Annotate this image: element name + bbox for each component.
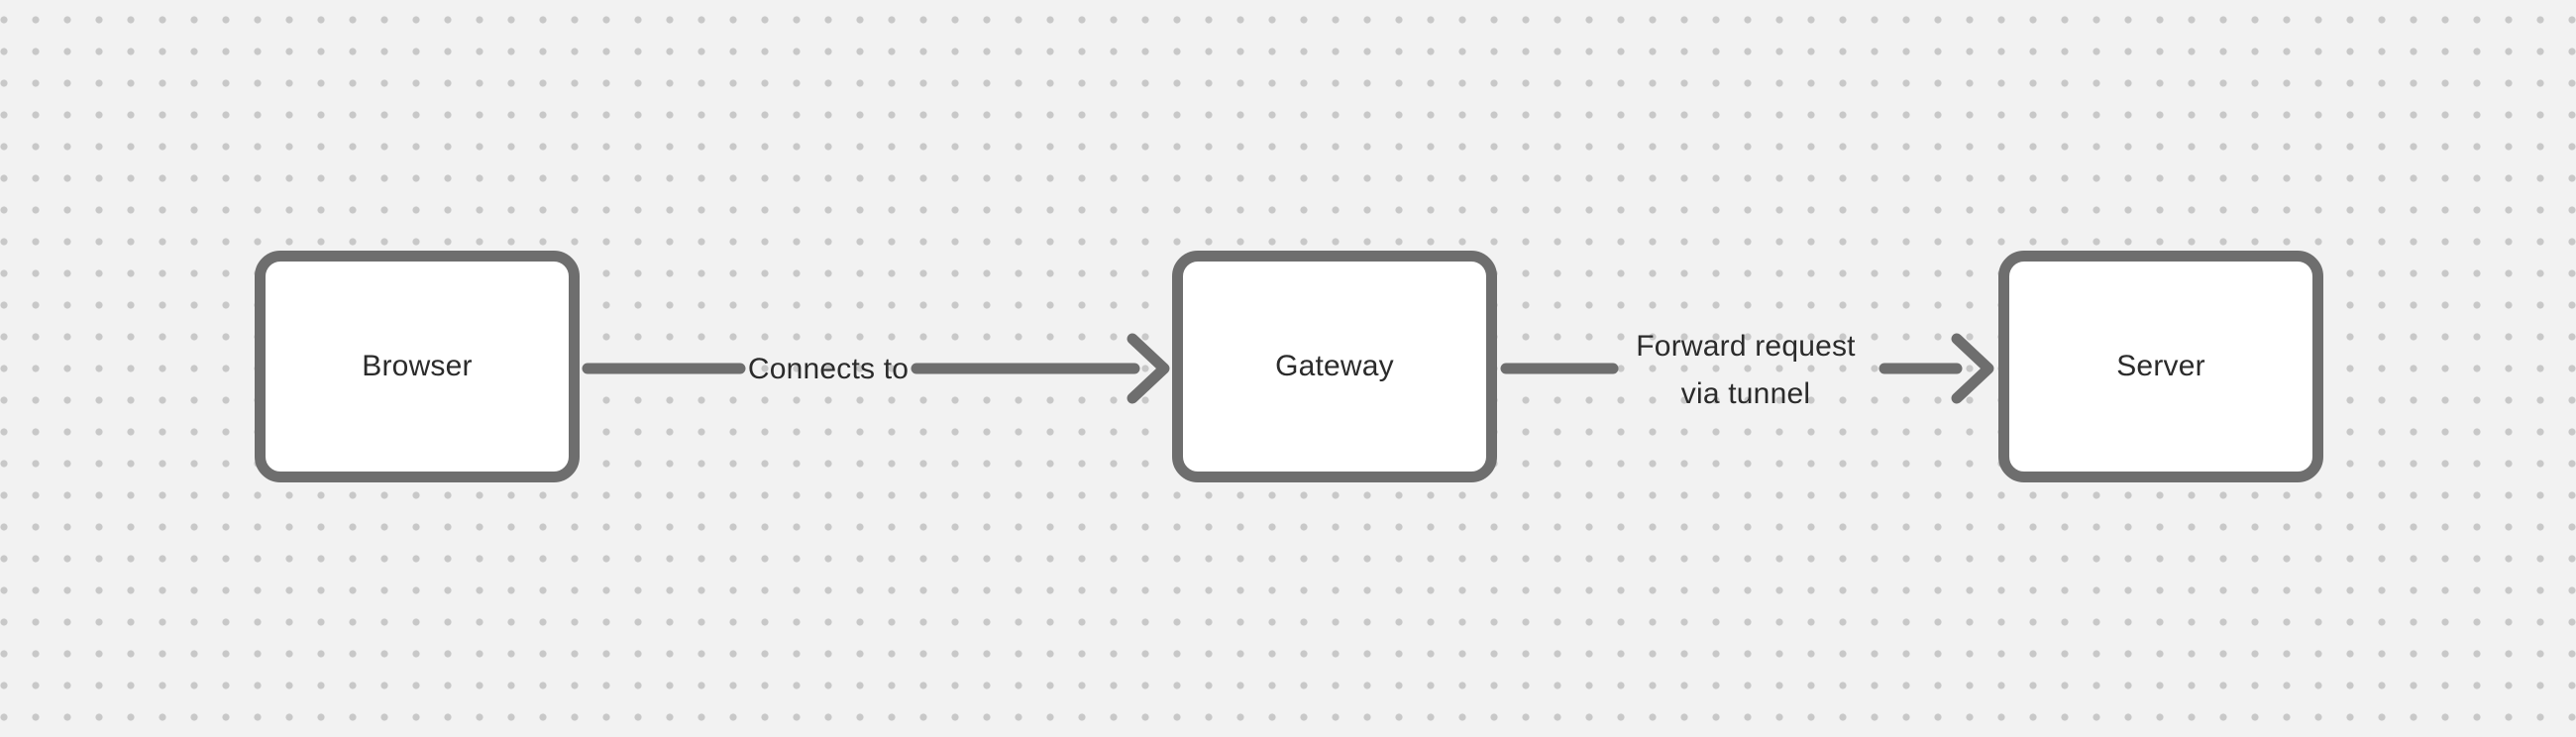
connector-gateway-server[interactable] [1500,329,1996,408]
node-server-label: Server [2116,350,2205,382]
node-gateway[interactable]: Gateway [1172,251,1497,482]
node-server[interactable]: Server [1998,251,2323,482]
node-browser[interactable]: Browser [255,251,580,482]
arrowhead-icon [1127,333,1170,404]
node-browser-label: Browser [362,350,473,382]
node-gateway-label: Gateway [1275,350,1394,382]
arrowhead-icon [1951,333,1994,404]
connector-browser-gateway[interactable] [582,329,1177,408]
connector-label-connects-to[interactable]: Connects to [748,346,909,393]
edge-label-line: Connects to [747,353,910,385]
edge-label-line: Forward request [1636,330,1856,363]
edge-label-line: via tunnel [1680,377,1811,410]
connector-label-forward-request[interactable]: Forward request via tunnel [1636,323,1855,418]
